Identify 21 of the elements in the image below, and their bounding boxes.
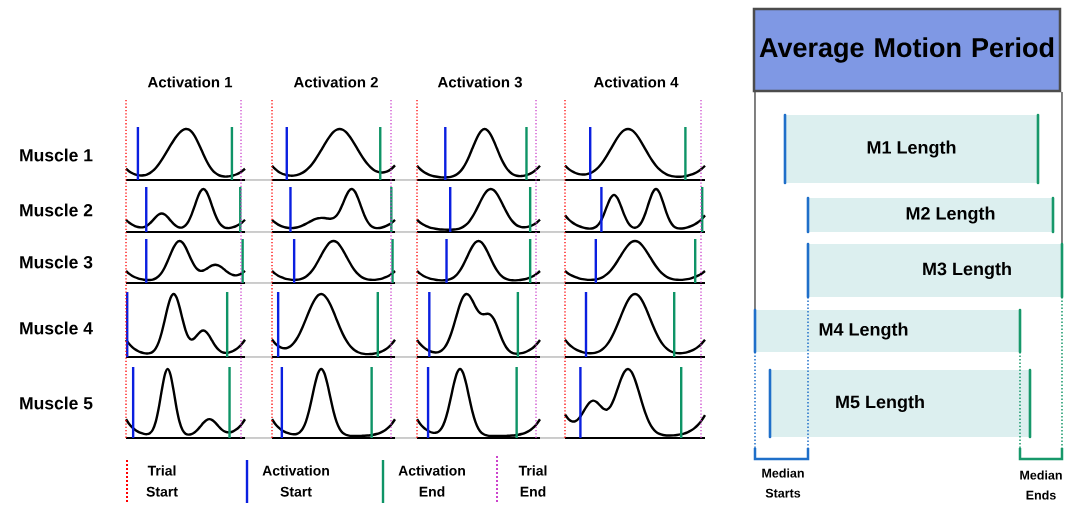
row-heading: Muscle 3: [20, 255, 93, 269]
column-heading: Activation 4: [593, 76, 679, 88]
column-heading: Activation 2: [293, 76, 378, 88]
row-heading: Muscle 5: [20, 396, 93, 410]
legend-entry: Activation End: [381, 460, 465, 503]
legend-entry: Trial End: [496, 455, 547, 504]
length-bar: M1 Length: [783, 113, 1040, 185]
row-heading: Muscle 2: [20, 203, 93, 217]
column-heading: Activation 1: [147, 76, 233, 88]
title-box: Average Motion Period: [752, 7, 1062, 93]
bracket-label: Median Ends: [1020, 470, 1062, 500]
length-bar: M2 Length: [806, 196, 1055, 234]
length-bar: M3 Length: [806, 242, 1064, 299]
row-heading: Muscle 4: [20, 321, 93, 335]
bracket-label: Median Starts: [762, 468, 804, 498]
length-bar: M4 Length: [753, 308, 1022, 354]
legend-entry: Trial Start: [126, 459, 178, 504]
column-heading: Activation 3: [437, 76, 522, 88]
length-bar: M5 Length: [768, 368, 1032, 439]
row-heading: Muscle 1: [20, 148, 93, 162]
legend-entry: Activation Start: [245, 460, 329, 503]
